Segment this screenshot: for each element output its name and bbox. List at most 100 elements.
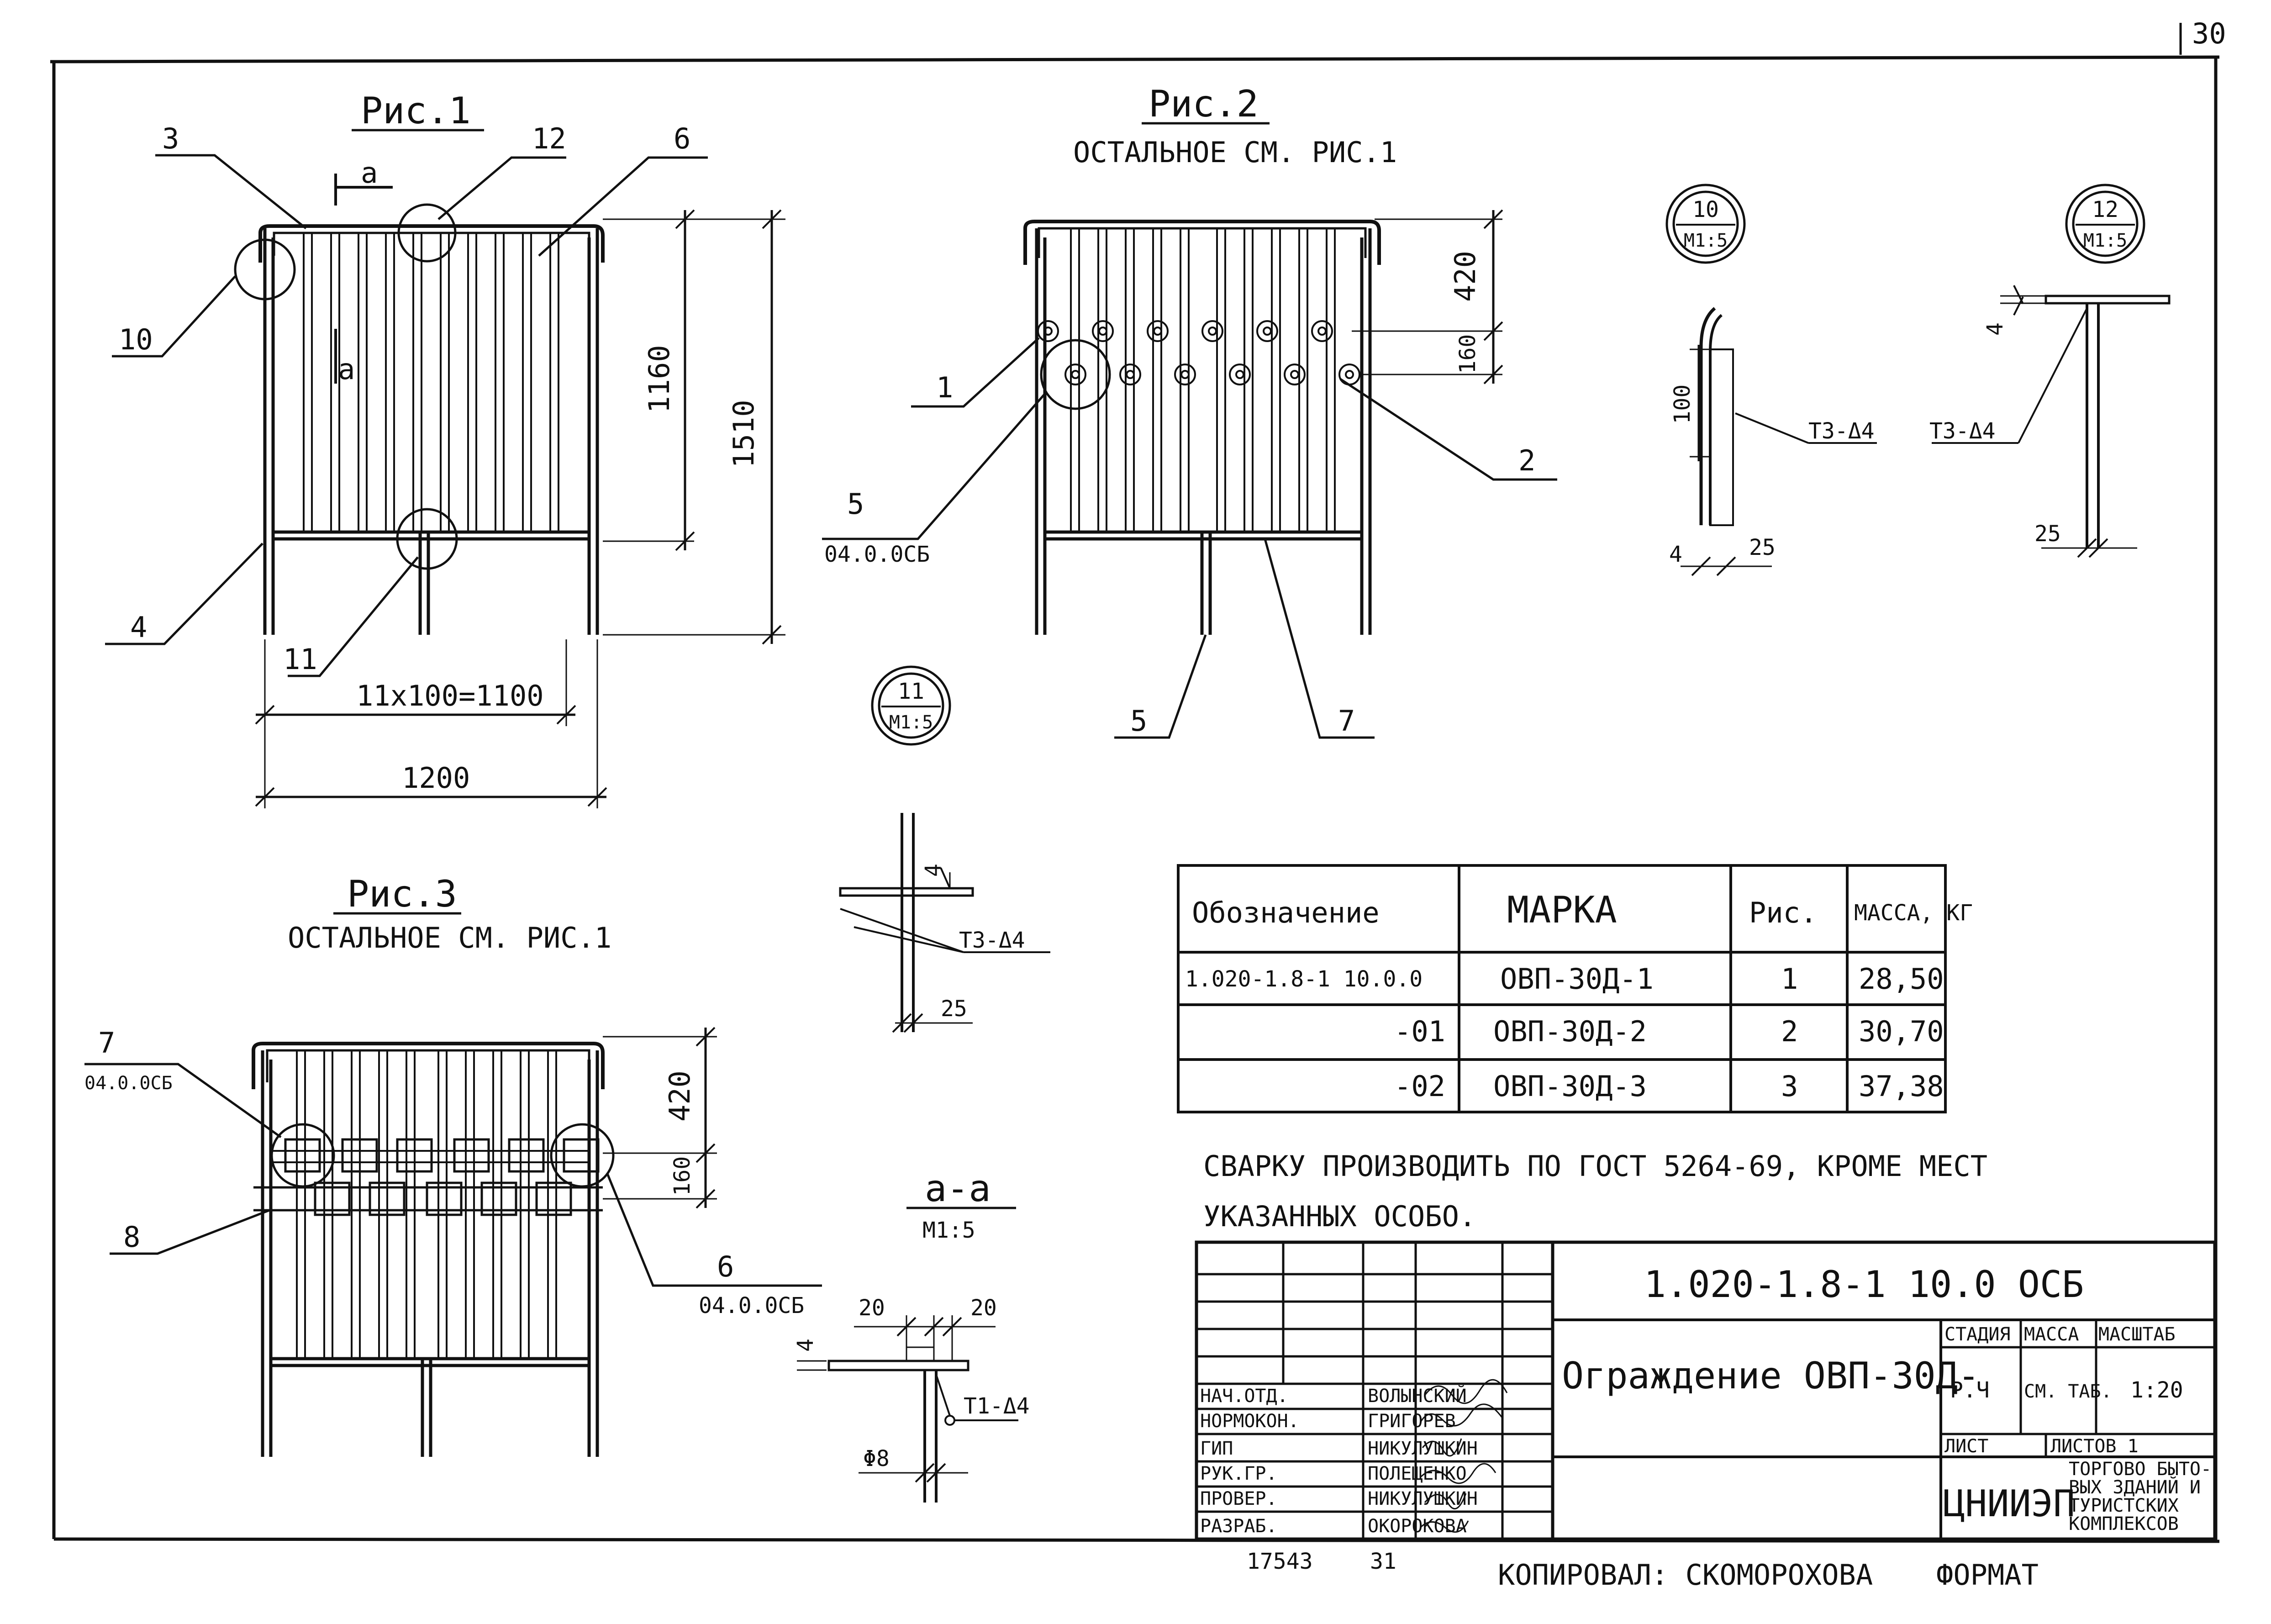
fig3-ref-label-6: 04.0.0СБ xyxy=(699,1293,804,1318)
footer-copied-by: КОПИРОВАЛ: СКОМОРОХОВА xyxy=(1498,1558,1873,1592)
fig2-callout-7: 7 xyxy=(1338,704,1355,738)
tb-org-desc-1: ТОРГОВО БЫТО- xyxy=(2069,1459,2212,1480)
tb-name-1: ВОЛЫНСКИЙ xyxy=(1368,1385,1467,1407)
detail-10-dim-25: 25 xyxy=(1749,535,1776,560)
spec-header-mass: МАССА, КГ xyxy=(1854,900,1973,926)
tb-mass-label: МАССА xyxy=(2024,1324,2079,1345)
fig1-dim-1510: 1510 xyxy=(727,400,760,468)
spec-header-mark: МАРКА xyxy=(1507,889,1617,931)
fig2-ref-label: 04.0.0СБ xyxy=(824,542,930,567)
tb-mass: СМ. ТАБ. xyxy=(2024,1381,2112,1402)
spec-header-fig: Рис. xyxy=(1749,896,1817,929)
spec-table xyxy=(1177,864,1947,1113)
note-line-1: СВАРКУ ПРОИЗВОДИТЬ ПО ГОСТ 5264-69, КРОМ… xyxy=(1203,1149,1987,1183)
fig1-callout-3: 3 xyxy=(162,122,179,155)
spec-row2-fig: 2 xyxy=(1781,1015,1798,1048)
section-aa: а-а М1:5 20 20 4 Т1-Δ4 Φ8 xyxy=(793,1167,1030,1503)
spec-row3-designation: -02 xyxy=(1394,1070,1445,1103)
tb-org: ЦНИИЭП xyxy=(1943,1482,2075,1525)
tb-name-6: ОКОРОКОВА xyxy=(1368,1516,1467,1537)
fig1-title: Рис.1 xyxy=(361,90,471,132)
fig3-clamps xyxy=(253,1138,603,1216)
footer-format: ФОРМАТ xyxy=(1936,1558,2039,1592)
fig1-callout-6: 6 xyxy=(674,122,690,155)
spec-row2-mass: 30,70 xyxy=(1859,1015,1944,1048)
detail-12-dim-25: 25 xyxy=(2034,521,2061,547)
section-aa-title: а-а xyxy=(925,1167,991,1210)
detail-11-dim-4: 4 xyxy=(921,864,946,877)
detail-10-dim-4: 4 xyxy=(1669,542,1682,567)
fig3-dim-420: 420 xyxy=(663,1070,696,1122)
fig2-bolts xyxy=(1037,320,1360,385)
section-aa-dia: Φ8 xyxy=(863,1446,890,1471)
fig1-section-a-left: а xyxy=(338,353,355,386)
fig1-callout-4: 4 xyxy=(130,611,147,644)
spec-header-designation: Обозначение xyxy=(1192,896,1380,929)
fig3-callout-6: 6 xyxy=(717,1250,734,1283)
signatures xyxy=(1419,1379,1508,1533)
footer-inv-number: 17543 xyxy=(1247,1549,1313,1574)
section-aa-scale: М1:5 xyxy=(922,1218,975,1243)
tb-name-2: ГРИГОРЕВ xyxy=(1368,1411,1456,1432)
detail-10-number: 10 xyxy=(1692,197,1719,222)
fig2-dim-420: 420 xyxy=(1449,251,1482,302)
detail-11-number: 11 xyxy=(898,679,924,704)
fig2-callout-5: 5 xyxy=(847,487,864,521)
section-aa-weld: Т1-Δ4 xyxy=(964,1393,1030,1419)
spec-row1-designation: 1.020-1.8-1 10.0.0 xyxy=(1185,966,1423,992)
fig2-dim-160: 160 xyxy=(1455,334,1481,374)
fig1-section-a-top: а xyxy=(361,156,378,190)
spec-row3-mark: ОВП-30Д-3 xyxy=(1493,1070,1647,1103)
fig1-bars xyxy=(303,233,559,532)
detail-11-weld: Т3-Δ4 xyxy=(959,928,1025,953)
spec-row1-mass: 28,50 xyxy=(1859,962,1944,996)
spec-row1-fig: 1 xyxy=(1781,962,1798,996)
fig3-callout-7: 7 xyxy=(98,1026,115,1060)
tb-role-2: НОРМОКОН. xyxy=(1200,1411,1299,1432)
tb-role-4: РУК.ГР. xyxy=(1200,1463,1277,1484)
doc-name: Ограждение ОВП-30Д- xyxy=(1562,1355,1980,1397)
doc-code: 1.020-1.8-1 10.0 ОСБ xyxy=(1644,1263,2084,1306)
spec-row2-designation: -01 xyxy=(1394,1015,1445,1048)
detail-12-weld: Т3-Δ4 xyxy=(1929,418,1996,444)
detail-12: 12 М1:5 4 Т3-Δ4 25 xyxy=(1929,184,2171,558)
tb-name-5: НИКУЛУШКИН xyxy=(1368,1488,1478,1509)
note-line-2: УКАЗАННЫХ ОСОБО. xyxy=(1203,1200,1476,1233)
section-aa-dim-20-right: 20 xyxy=(970,1295,997,1321)
fig3-dim-160: 160 xyxy=(669,1156,695,1196)
section-aa-dim-4: 4 xyxy=(793,1339,818,1352)
fig2-subtitle: ОСТАЛЬНОЕ СМ. РИС.1 xyxy=(1073,136,1397,169)
fig1-dim-1160: 1160 xyxy=(643,345,676,413)
tb-org-desc-3: ТУРИСТСКИХ xyxy=(2069,1495,2179,1516)
tb-sheets-label: ЛИСТОВ 1 xyxy=(2050,1436,2139,1457)
detail-10-scale: М1:5 xyxy=(1684,230,1728,251)
tb-name-4: ПОЛЕЩЕНКО xyxy=(1368,1463,1467,1484)
fig3-subtitle: ОСТАЛЬНОЕ СМ. РИС.1 xyxy=(288,921,611,954)
fig2-title: Рис.2 xyxy=(1149,83,1259,125)
fig3-callout-8: 8 xyxy=(123,1220,140,1254)
fig1-dim-1200: 1200 xyxy=(402,761,470,795)
page-number: 30 xyxy=(2192,17,2226,50)
fig2: Рис.2 ОСТАЛЬНОЕ СМ. РИС.1 xyxy=(822,83,1557,739)
fig1-dim-spacing: 11x100=1100 xyxy=(356,679,544,712)
detail-10-weld: Т3-Δ4 xyxy=(1808,418,1875,444)
fig1-callout-10: 10 xyxy=(119,323,153,356)
tb-role-6: РАЗРАБ. xyxy=(1200,1516,1277,1537)
spec-row3-mass: 37,38 xyxy=(1859,1070,1944,1103)
tb-org-desc-4: КОМПЛЕКСОВ xyxy=(2069,1513,2179,1534)
tb-role-5: ПРОВЕР. xyxy=(1200,1488,1277,1509)
detail-12-dim-4: 4 xyxy=(1982,322,2008,336)
fig2-callout-5b: 5 xyxy=(1130,704,1147,738)
spec-row3-fig: 3 xyxy=(1781,1070,1798,1103)
detail-11-dim-25: 25 xyxy=(941,996,967,1022)
tb-scale: 1:20 xyxy=(2130,1377,2183,1403)
detail-12-number: 12 xyxy=(2092,197,2118,222)
fig1-callout-11: 11 xyxy=(283,643,317,676)
footer-sheet-number: 31 xyxy=(1370,1549,1396,1574)
fig1-callout-12: 12 xyxy=(532,122,566,155)
spec-row1-mark: ОВП-30Д-1 xyxy=(1500,962,1654,996)
tb-scale-label: МАСШТАБ xyxy=(2098,1324,2176,1345)
fig3: Рис.3 ОСТАЛЬНОЕ СМ. РИС.1 xyxy=(84,873,822,1457)
tb-stage-label: СТАДИЯ xyxy=(1944,1324,2011,1345)
